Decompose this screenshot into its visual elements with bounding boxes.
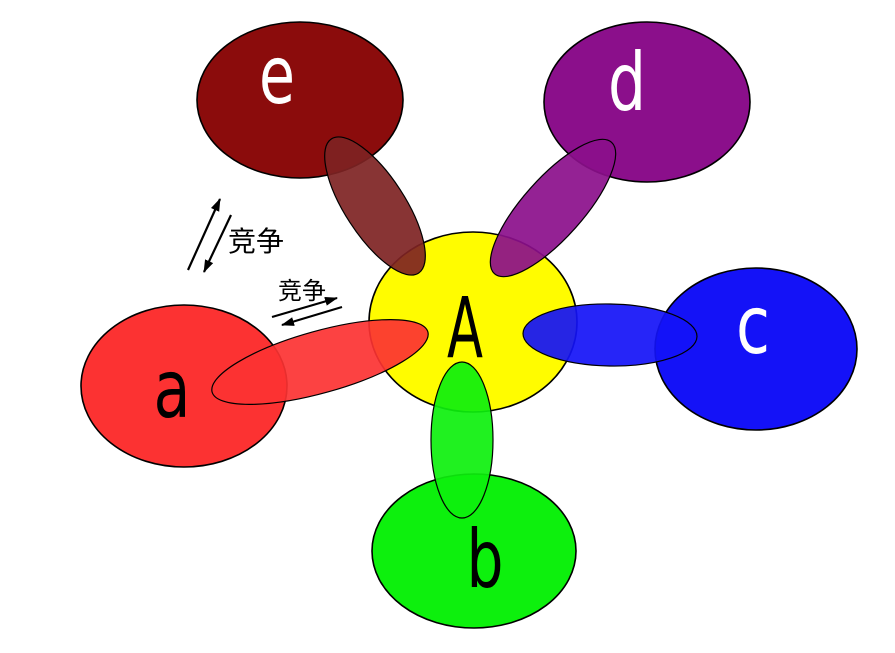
edge-A-a	[211, 318, 429, 406]
competition-label-e-a: 竞争	[228, 225, 284, 258]
node-label-A: A	[447, 279, 483, 377]
edge-A-b	[430, 361, 494, 519]
node-e	[196, 21, 404, 179]
arrow-right-up	[271, 296, 338, 319]
node-label-d: d	[608, 36, 646, 129]
edge-A-d	[489, 138, 617, 278]
node-label-b: b	[467, 513, 504, 606]
competition-label-a-A: 竞争	[278, 277, 326, 305]
edge-A-c	[522, 303, 698, 367]
arrow-up-right	[186, 198, 222, 271]
node-label-e: e	[259, 29, 295, 122]
arrow-left-down	[281, 305, 343, 327]
competition-arrows-e-a: 竞争	[186, 198, 284, 273]
edge-A-e	[324, 136, 426, 276]
node-label-a: a	[154, 343, 191, 436]
arrow-down-left	[203, 214, 232, 273]
competition-arrows-a-A: 竞争	[271, 277, 343, 327]
node-label-c: c	[736, 279, 770, 372]
